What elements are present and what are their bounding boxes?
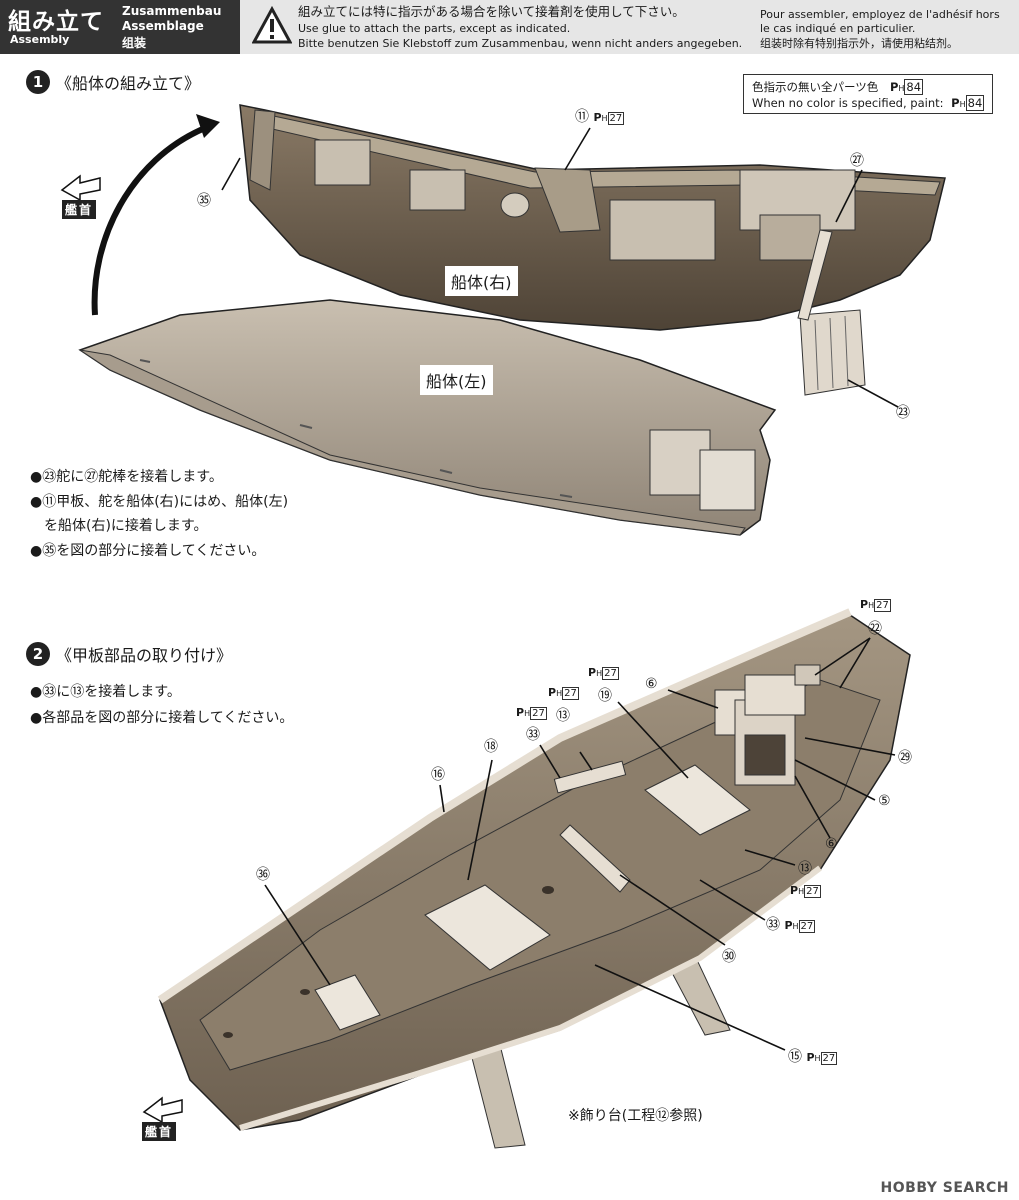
step1-note-3: を船体(右)に接着します。 bbox=[44, 518, 208, 534]
watermark: HOBBY SEARCH bbox=[880, 1180, 1009, 1196]
callout-35: ㉟ bbox=[197, 193, 211, 209]
title-de: Zusammenbau bbox=[122, 4, 222, 18]
warning-triangle-icon bbox=[252, 6, 292, 44]
hull-right-label: 船体(右) bbox=[445, 266, 518, 296]
step1-title: 《船体の組み立て》 bbox=[56, 74, 201, 93]
warning-de: Bitte benutzen Sie Klebstoff zum Zusamme… bbox=[298, 37, 743, 50]
callout-num: ⑮ bbox=[788, 1049, 802, 1065]
step2-leader-lines bbox=[264, 637, 896, 1051]
paint-prefix: H bbox=[868, 601, 875, 610]
callout-33a: ㉝ bbox=[526, 727, 540, 743]
rudder-part bbox=[797, 229, 866, 396]
bow-label: 艦首 bbox=[62, 200, 97, 219]
step1-number: 1 bbox=[26, 70, 50, 94]
callout-13b: ⑬ bbox=[798, 861, 812, 877]
warning-fr-1: Pour assembler, employez de l'adhésif ho… bbox=[760, 8, 1000, 21]
step2-number: 2 bbox=[26, 642, 50, 666]
title-en: Assembly bbox=[10, 33, 70, 46]
title-fr: Assemblage bbox=[122, 19, 204, 33]
paint-prefix: H bbox=[524, 709, 531, 718]
paint-prefix: H bbox=[792, 922, 799, 931]
paint-prefix: H bbox=[601, 114, 608, 123]
callout-22: ㉒ bbox=[868, 621, 882, 637]
stand-note: ※飾り台(工程⑫参照) bbox=[568, 1108, 703, 1124]
step1-note-4: ●㉟を図の部分に接着してください。 bbox=[30, 543, 266, 559]
paint-code: 27 bbox=[874, 599, 891, 612]
bow-arrow-icon-2 bbox=[142, 1096, 183, 1124]
callout-18: ⑱ bbox=[484, 739, 498, 755]
color-box-code-2: 84 bbox=[965, 95, 985, 111]
callout-27: ㉗ bbox=[850, 153, 864, 169]
step1-note-1: ●㉓舵に㉗舵棒を接着します。 bbox=[30, 469, 223, 485]
hull-left-label: 船体(左) bbox=[420, 365, 493, 395]
callout-13a: ⑬ bbox=[556, 708, 570, 724]
paint-prefix: H bbox=[596, 669, 603, 678]
color-box-jp-text: 色指示の無い全パーツ色 bbox=[752, 80, 879, 94]
callout-19: ⑲ bbox=[598, 688, 612, 704]
hull-assembled-part bbox=[157, 608, 911, 1149]
step1-leader-lines bbox=[221, 127, 899, 408]
warning-zh: 组装时除有特别指示外，请使用粘结剂。 bbox=[760, 37, 958, 50]
paint-prefix: H bbox=[798, 887, 805, 896]
hull-left-part bbox=[78, 299, 777, 536]
rotate-arrowhead bbox=[196, 114, 220, 138]
callout-num: ㉝ bbox=[766, 917, 780, 933]
paint-prefix: H bbox=[898, 84, 905, 93]
paint-prefix: H bbox=[959, 100, 966, 109]
bow-arrow-icon bbox=[60, 174, 101, 202]
callout-30: ㉚ bbox=[722, 949, 736, 965]
paint-code: 27 bbox=[798, 920, 816, 933]
step2-note-2: ●各部品を図の部分に接着してください。 bbox=[30, 710, 294, 726]
paint-code: 27 bbox=[562, 687, 579, 700]
header-warning-block bbox=[240, 0, 1019, 54]
hull-right-part bbox=[239, 104, 946, 331]
step2-title: 《甲板部品の取り付け》 bbox=[56, 646, 233, 665]
warning-fr-2: le cas indiqué en particulier. bbox=[760, 22, 916, 35]
callout-5: ⑤ bbox=[878, 793, 891, 809]
paint-prefix: H bbox=[814, 1054, 821, 1063]
callout-num: ⑪ bbox=[575, 109, 589, 125]
title-jp: 組み立て bbox=[8, 9, 104, 35]
paint-prefix: H bbox=[556, 689, 563, 698]
color-box-en-text: When no color is specified, paint: bbox=[752, 96, 944, 110]
callout-6b: ⑥ bbox=[825, 836, 838, 852]
header-title-block: 組み立て Assembly Zusammenbau Assemblage 组装 bbox=[0, 0, 240, 54]
paint-code: 27 bbox=[804, 885, 821, 898]
callout-36: ㊱ bbox=[256, 867, 270, 883]
callout-6a: ⑥ bbox=[645, 676, 658, 692]
bow-label-2: 艦首 bbox=[142, 1122, 177, 1141]
rotate-arrow bbox=[91, 125, 207, 316]
warning-jp: 組み立てには特に指示がある場合を除いて接着剤を使用して下さい。 bbox=[298, 4, 685, 19]
paint-code: 27 bbox=[530, 707, 547, 720]
title-zh: 组装 bbox=[122, 36, 147, 50]
color-box-code-1: 84 bbox=[904, 79, 924, 95]
step2-note-1: ●㉝に⑬を接着します。 bbox=[30, 684, 181, 700]
callout-23: ㉓ bbox=[896, 405, 910, 421]
header-bar: 組み立て Assembly Zusammenbau Assemblage 组装 … bbox=[0, 0, 1019, 56]
step1-note-2: ●⑪甲板、舵を船体(右)にはめ、船体(左) bbox=[30, 494, 289, 510]
warning-en: Use glue to attach the parts, except as … bbox=[298, 22, 571, 35]
paint-code: 27 bbox=[607, 112, 625, 125]
paint-code: 27 bbox=[602, 667, 619, 680]
paint-code: 27 bbox=[820, 1052, 838, 1065]
callout-16: ⑯ bbox=[431, 767, 445, 783]
callout-29: ㉙ bbox=[898, 750, 912, 766]
